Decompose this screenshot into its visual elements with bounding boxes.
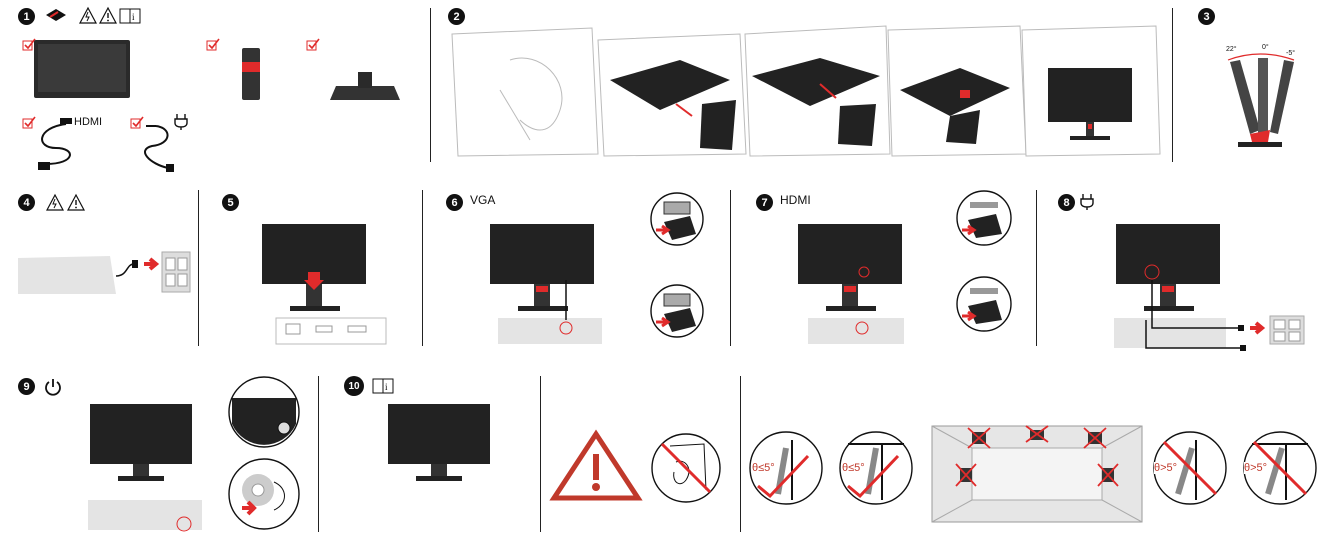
mounting-panel: θ≤5° θ≤5° θ>5° θ>5° — [746, 376, 1334, 536]
assembly-illustrations — [451, 25, 1161, 157]
svg-text:i: i — [132, 12, 135, 22]
electric-warning-icon — [46, 193, 64, 211]
step-6-badge: 6 — [446, 194, 463, 211]
step-7-badge: 7 — [756, 194, 773, 211]
separator-9-10 — [318, 376, 319, 532]
step-5-badge: 5 — [222, 194, 239, 211]
angle-bad-right-label: θ>5° — [1244, 462, 1268, 474]
tilt-angle-mid: 0° — [1262, 44, 1269, 51]
angle-bad-left-label: θ>5° — [1154, 462, 1178, 474]
step-3-badge: 3 — [1198, 8, 1215, 25]
step-7-panel: 7 HDMI — [740, 190, 1036, 350]
caution-warning-icon — [67, 193, 85, 211]
checkbox-icon — [22, 116, 36, 129]
step-10-panel: 10 i — [330, 376, 540, 536]
separator-5-6 — [422, 190, 423, 346]
vga-plug-detail-top — [650, 192, 704, 246]
angle-ok-right-label: θ≤5° — [842, 462, 865, 474]
hazard-warning-icon — [549, 429, 643, 501]
separator-2-3 — [1172, 8, 1173, 162]
step-1-header-icons: i — [46, 6, 141, 24]
stand-base-image — [330, 72, 400, 100]
checkbox-icon — [130, 116, 144, 129]
angle-bad-right-icon — [1243, 431, 1317, 505]
button-panel-detail — [228, 376, 300, 448]
step-6-panel: 6 VGA — [434, 190, 730, 350]
power-connection-diagram — [18, 251, 191, 294]
step-4-panel: 4 — [0, 190, 198, 350]
hdmi-cable-image — [38, 118, 72, 170]
checkbox-icon — [306, 38, 320, 51]
monitor-front-diagram — [388, 404, 490, 481]
warning-panel — [546, 376, 740, 536]
tilt-angle-right: -5° — [1286, 50, 1296, 57]
step-1-badge: 1 — [18, 8, 35, 25]
manual-info-icon: i — [372, 378, 394, 394]
tilt-angle-left: 22° — [1226, 46, 1237, 53]
step-9-panel: 9 — [0, 376, 318, 536]
power-press-detail — [228, 458, 300, 530]
separator-7-8 — [1036, 190, 1037, 346]
step-2-badge: 2 — [448, 8, 465, 25]
vga-plug-detail-bottom — [650, 284, 704, 338]
attach-base-frame — [744, 25, 891, 157]
step-5-panel: 5 — [210, 190, 422, 350]
fasten-screw-frame — [887, 25, 1027, 157]
step-6-connector-label: VGA — [470, 193, 496, 207]
manual-info-icon: i — [119, 8, 141, 24]
electric-warning-icon — [79, 6, 97, 24]
upright-monitor-frame — [1021, 25, 1161, 157]
step-3-panel: 3 22° 0° -5° — [1180, 0, 1334, 180]
no-climbing-icon — [651, 433, 721, 503]
hdmi-connection-diagram — [798, 224, 904, 344]
angle-bad-left-icon — [1153, 431, 1227, 505]
power-button-icon — [45, 379, 61, 396]
stand-neck-image — [242, 48, 260, 100]
checkbox-icon — [22, 38, 36, 51]
hdmi-plug-detail-top — [956, 190, 1012, 246]
hdmi-plug-detail-bottom — [956, 276, 1012, 332]
rear-ports-diagram — [262, 224, 387, 345]
step-7-connector-label: HDMI — [780, 193, 811, 207]
room-mount-diagram — [931, 425, 1143, 523]
svg-text:i: i — [385, 382, 388, 392]
monitor-front-diagram — [88, 404, 202, 532]
attach-neck-frame — [597, 33, 747, 157]
power-plug-icon — [174, 114, 188, 130]
tilt-diagram — [1227, 53, 1295, 147]
clean-surface-frame — [451, 27, 599, 157]
separator-6-7 — [730, 190, 731, 346]
checkbox-icon — [206, 38, 220, 51]
separator-4-5 — [198, 190, 199, 346]
separator-10-warn — [540, 376, 541, 532]
step-4-badge: 4 — [18, 194, 35, 211]
step-2-panel: 2 — [440, 0, 1170, 180]
package-icon — [46, 9, 66, 21]
step-9-badge: 9 — [18, 378, 35, 395]
vga-connection-diagram — [490, 224, 602, 344]
step-8-badge: 8 — [1058, 194, 1075, 211]
step-8-panel: 8 — [1046, 190, 1334, 360]
separator-warn-mount — [740, 376, 741, 532]
angle-ok-left-label: θ≤5° — [752, 462, 775, 474]
hdmi-cable-label: HDMI — [74, 116, 103, 128]
power-cord-image — [144, 125, 174, 172]
step-10-badge: 10 — [344, 376, 364, 396]
angle-ok-right-icon — [839, 431, 913, 505]
monitor-panel-image — [34, 40, 130, 98]
power-plug-icon — [1080, 194, 1094, 210]
separator-1-2 — [430, 8, 431, 162]
step-1-panel: 1 i HDMI — [0, 0, 430, 180]
step-4-warning-icons — [46, 193, 85, 211]
power-connection-diagram — [1114, 224, 1305, 351]
caution-warning-icon — [99, 6, 117, 24]
angle-ok-left-icon — [749, 431, 823, 505]
